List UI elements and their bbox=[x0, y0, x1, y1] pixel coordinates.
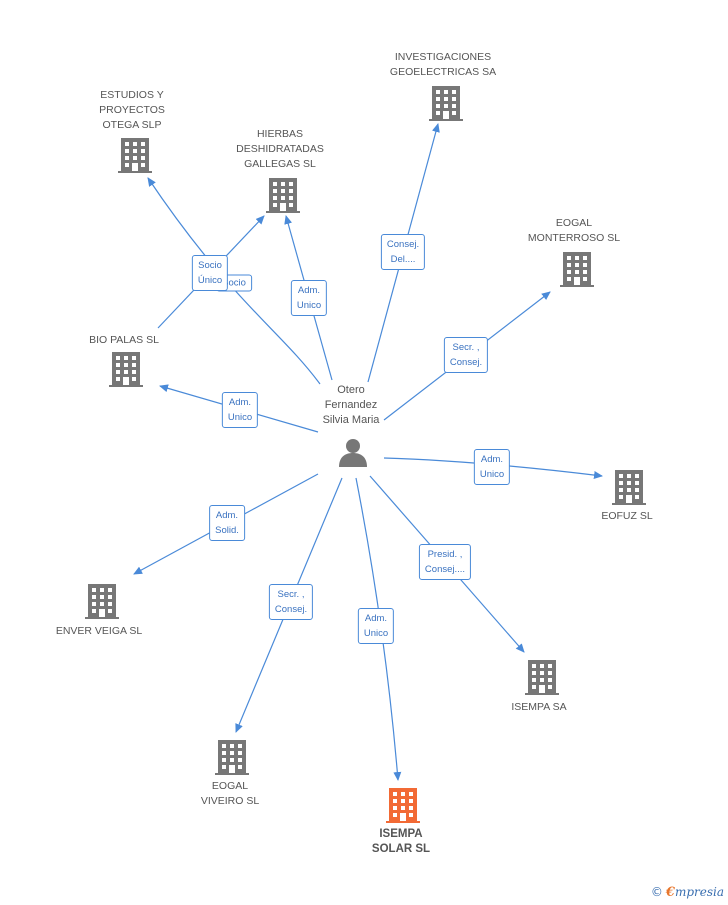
company-label-eofuz[interactable]: EOFUZ SL bbox=[601, 510, 653, 522]
watermark-e: € bbox=[665, 885, 675, 900]
building-icon-eogal-monterroso[interactable] bbox=[560, 252, 594, 287]
relation-label-bio-palas: Adm. Unico bbox=[221, 392, 259, 428]
building-icon-estudios[interactable] bbox=[118, 138, 152, 173]
company-label-isempa-solar[interactable]: ISEMPA SOLAR SL bbox=[371, 828, 431, 855]
copyright-icon: © bbox=[650, 885, 663, 899]
building-icon-enver-veiga[interactable] bbox=[85, 584, 119, 619]
company-label-bio-palas[interactable]: BIO PALAS SL bbox=[89, 334, 159, 346]
relation-label-investigaciones: Consej. Del.... bbox=[380, 234, 426, 270]
building-icon-bio-palas[interactable] bbox=[109, 352, 143, 387]
company-label-investigaciones[interactable]: INVESTIGACIONES GEOELECTRICAS SA bbox=[389, 51, 497, 78]
company-label-hierbas[interactable]: HIERBAS DESHIDRATADAS GALLEGAS SL bbox=[236, 128, 324, 170]
person-name[interactable]: Otero Fernandez Silvia Maria bbox=[322, 384, 380, 426]
building-icon-eogal-viveiro[interactable] bbox=[215, 740, 249, 775]
person-icon[interactable] bbox=[339, 439, 367, 467]
empresia-watermark[interactable]: ©€mpresia bbox=[651, 885, 724, 900]
company-label-isempa-sa[interactable]: ISEMPA SA bbox=[511, 701, 567, 713]
building-icon-hierbas[interactable] bbox=[266, 178, 300, 213]
company-label-eogal-monterroso[interactable]: EOGAL MONTERROSO SL bbox=[527, 217, 621, 244]
building-icon-isempa-solar[interactable] bbox=[386, 788, 420, 823]
building-icon-isempa-sa[interactable] bbox=[525, 660, 559, 695]
company-label-estudios[interactable]: ESTUDIOS Y PROYECTOS OTEGA SLP bbox=[99, 89, 165, 131]
relation-label-eofuz: Adm. Unico bbox=[473, 449, 511, 485]
relation-label-eogal-monterroso: Secr. , Consej. bbox=[443, 337, 489, 373]
relation-label-eogal-viveiro: Secr. , Consej. bbox=[268, 584, 314, 620]
relation-label-estudios: Socio Único bbox=[191, 255, 229, 291]
building-icon-eofuz[interactable] bbox=[612, 470, 646, 505]
company-label-enver-veiga[interactable]: ENVER VEIGA SL bbox=[55, 625, 143, 637]
relation-label-enver: Adm. Solid. bbox=[209, 505, 245, 541]
relation-label-hierbas: Adm. Unico bbox=[290, 280, 328, 316]
company-label-eogal-viveiro[interactable]: EOGAL VIVEIRO SL bbox=[200, 780, 260, 807]
relation-label-isempa-solar: Adm. Unico bbox=[357, 608, 395, 644]
relation-label-isempa-sa: Presid. , Consej.... bbox=[418, 544, 472, 580]
edge-estudios bbox=[147, 177, 321, 385]
watermark-text: mpresia bbox=[674, 885, 724, 899]
building-icon-investigaciones[interactable] bbox=[429, 86, 463, 121]
